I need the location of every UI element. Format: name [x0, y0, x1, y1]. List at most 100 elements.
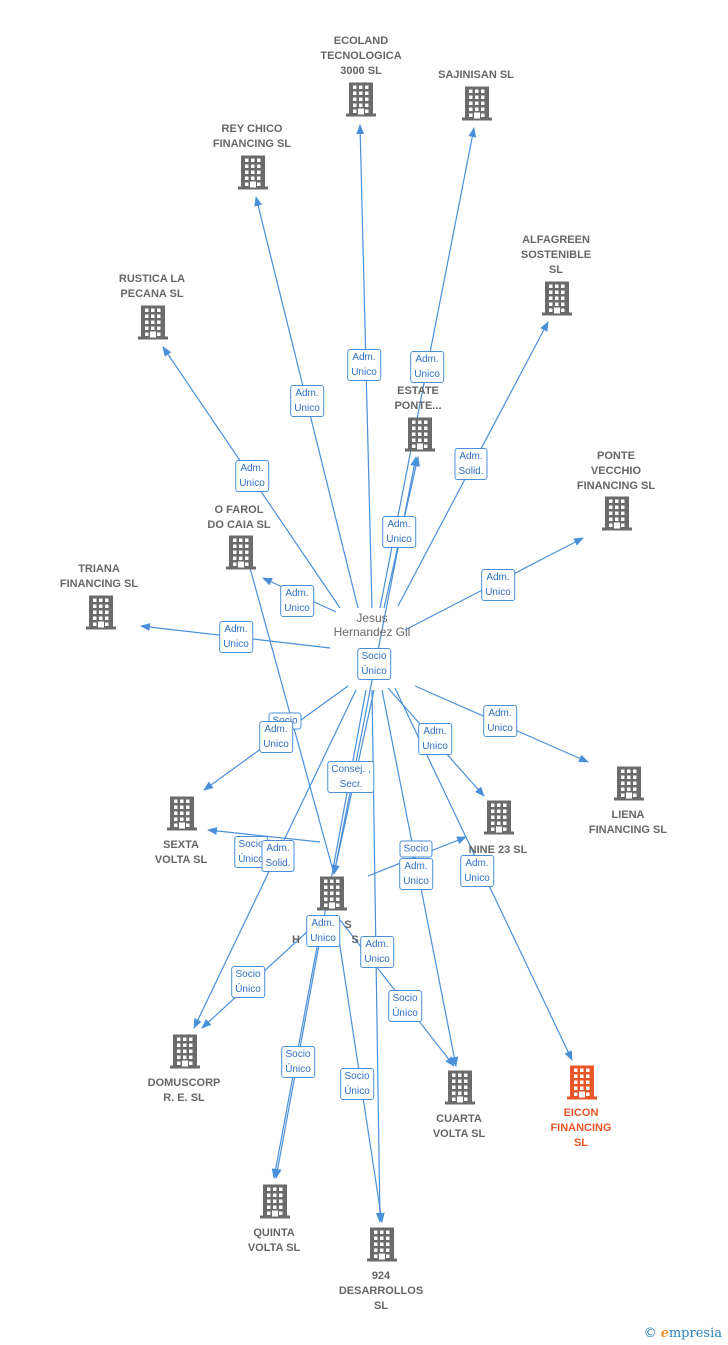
company-label: PONTE... — [394, 400, 442, 412]
company-reychico[interactable]: REY CHICO FINANCING SL — [213, 122, 291, 152]
company-label: RUSTICA LA — [118, 273, 186, 285]
company-ecoland[interactable]: ECOLAND TECNOLOGICA 3000 SL — [320, 34, 401, 79]
building-icon — [167, 796, 197, 836]
building-icon — [445, 1070, 475, 1110]
relation-badge[interactable]: Adm.Unico — [483, 705, 517, 737]
company-label: SL — [373, 1300, 389, 1312]
company-label: REY CHICO — [221, 123, 283, 135]
relation-badge[interactable]: Adm.Unico — [399, 858, 433, 890]
company-label: PECANA SL — [120, 288, 184, 300]
building-icon — [542, 281, 572, 321]
building-icon-focus — [567, 1065, 597, 1105]
building-icon — [614, 766, 644, 806]
relation-badge[interactable]: Adm.Unico — [410, 351, 444, 383]
company-label: 924 — [371, 1270, 391, 1282]
building-icon — [602, 496, 632, 536]
relation-badge[interactable]: Adm.Unico — [481, 569, 515, 601]
relation-badge[interactable]: Adm.Unico — [306, 915, 340, 947]
company-label: LIENA — [611, 809, 645, 821]
building-icon — [317, 876, 347, 916]
company-label: SL — [573, 1137, 589, 1149]
relation-badge[interactable]: Adm.Unico — [347, 349, 381, 381]
company-cuarta[interactable]: CUARTA VOLTA SL — [433, 1112, 485, 1142]
company-ponte[interactable]: PONTE VECCHIO FINANCING SL — [577, 449, 655, 494]
relation-badge[interactable]: Adm.Solid. — [454, 448, 488, 480]
company-label: VOLTA SL — [154, 854, 208, 866]
relation-badge[interactable]: Adm.Unico — [235, 460, 269, 492]
company-label: TRIANA — [78, 563, 120, 575]
company-eicon[interactable]: EICON FINANCING SL — [550, 1106, 611, 1151]
company-label: TECNOLOGICA — [320, 50, 402, 62]
company-label: PONTE — [597, 450, 635, 462]
company-label: FINANCING SL — [576, 480, 656, 492]
empresia-logo[interactable]: ©empresia — [643, 1326, 722, 1341]
relation-badge[interactable]: Adm.Unico — [219, 621, 253, 653]
company-924[interactable]: 924 DESARROLLOS SL — [339, 1269, 423, 1314]
building-icon — [86, 595, 116, 635]
relation-badge[interactable]: Adm.Unico — [460, 855, 494, 887]
building-icon — [238, 155, 268, 195]
building-icon — [462, 86, 492, 126]
company-alfagreen[interactable]: ALFAGREEN SOSTENIBLE SL — [521, 233, 591, 278]
company-hub-label-s2: S — [351, 933, 358, 948]
company-label: FINANCING SL — [212, 138, 292, 150]
company-label: SL — [548, 264, 564, 276]
company-estate[interactable]: ESTATE PONTE... — [394, 384, 441, 414]
person-name[interactable]: Jesus Hernandez Gil — [333, 611, 411, 639]
company-label: DOMUSCORP — [147, 1077, 221, 1089]
building-icon — [260, 1184, 290, 1224]
company-sajinisan[interactable]: SAJINISAN SL — [438, 68, 514, 83]
company-label: ESTATE — [397, 385, 439, 397]
relation-badge[interactable]: Adm.Unico — [259, 721, 293, 753]
building-icon — [367, 1227, 397, 1267]
company-label: DESARROLLOS — [338, 1285, 424, 1297]
company-ofarol[interactable]: O FAROL DO CAIA SL — [207, 503, 270, 533]
company-label: FINANCING — [550, 1122, 612, 1134]
company-label: SOSTENIBLE — [520, 249, 592, 261]
company-label: NINE 23 SL — [468, 844, 528, 856]
relation-badge[interactable]: Adm.Unico — [382, 516, 416, 548]
company-label: FINANCING SL — [59, 578, 139, 590]
company-nine23[interactable]: NINE 23 SL — [469, 843, 528, 858]
company-label: CUARTA — [436, 1113, 482, 1125]
company-hub-label-s1: S — [344, 918, 351, 933]
building-icon — [484, 800, 514, 840]
company-label: S — [344, 919, 352, 931]
relation-badge[interactable]: Adm.Unico — [280, 585, 314, 617]
company-label: VOLTA SL — [432, 1128, 486, 1140]
relation-badge[interactable]: Adm.Unico — [290, 385, 324, 417]
company-label: ALFAGREEN — [522, 234, 590, 246]
company-label: S — [351, 934, 359, 946]
copyright-icon: © — [643, 1326, 657, 1341]
company-label: 3000 SL — [340, 65, 382, 77]
company-triana[interactable]: TRIANA FINANCING SL — [60, 562, 138, 592]
company-rustica[interactable]: RUSTICA LA PECANA SL — [119, 272, 185, 302]
relation-badge[interactable]: Adm.Unico — [418, 723, 452, 755]
company-label: ECOLAND — [333, 35, 389, 47]
company-label: O FAROL — [214, 504, 264, 516]
company-label: SEXTA — [163, 839, 199, 851]
company-label: EICON — [563, 1107, 599, 1119]
relation-badge[interactable]: Adm.Solid. — [261, 840, 295, 872]
company-label: SAJINISAN SL — [438, 69, 514, 81]
company-domuscorp[interactable]: DOMUSCORP R. E. SL — [148, 1076, 221, 1106]
edge-hub-ofarol — [242, 545, 335, 875]
company-label: VECCHIO — [590, 465, 642, 477]
company-liena[interactable]: LIENA FINANCING SL — [589, 808, 667, 838]
relation-badge[interactable]: Adm.Unico — [360, 936, 394, 968]
building-icon — [346, 82, 376, 122]
company-quinta[interactable]: QUINTA VOLTA SL — [248, 1226, 300, 1256]
relation-badge[interactable]: Consej. ,Secr. — [327, 761, 375, 793]
company-label: R. E. SL — [163, 1092, 205, 1104]
relation-badge[interactable]: Socio — [399, 840, 433, 858]
company-sexta[interactable]: SEXTA VOLTA SL — [155, 838, 207, 868]
company-label: DO CAIA SL — [207, 519, 271, 531]
building-icon — [226, 535, 256, 575]
building-icon — [405, 417, 435, 457]
